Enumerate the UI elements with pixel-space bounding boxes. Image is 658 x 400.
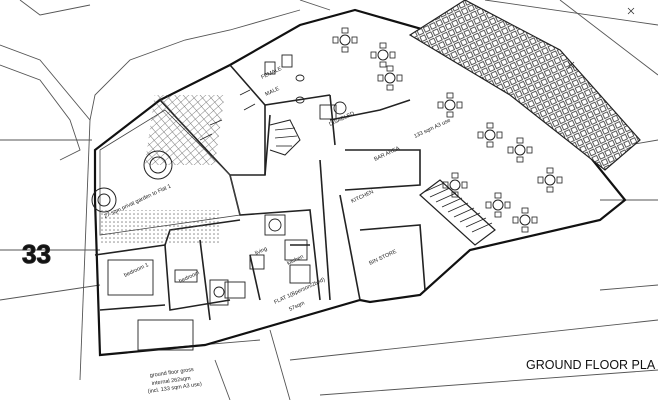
label-a3-use: 133 sqm A3 use: [413, 118, 451, 140]
staircase: [269, 119, 496, 246]
survey-marks: [567, 7, 635, 69]
wc-fixtures: [199, 54, 347, 141]
plot-number: 33: [22, 239, 51, 269]
label-bar-area: BAR AREA: [373, 146, 401, 163]
drawing-title: GROUND FLOOR PLA: [526, 358, 656, 372]
label-bedroom: bedroom: [178, 270, 201, 285]
label-flat-area: 57sqm: [288, 300, 306, 313]
terrace-tiling: [408, 0, 641, 171]
flat-furniture: [107, 214, 311, 351]
tree-icon: [91, 150, 173, 213]
label-bin-store: BIN STORE: [368, 249, 398, 267]
garden-lawn: [99, 109, 241, 236]
label-living: living: [254, 246, 268, 257]
label-male: MALE: [264, 86, 280, 98]
interior-walls: [94, 64, 426, 321]
label-kitchen: KITCHEN: [350, 189, 374, 205]
building-outline: [93, 8, 627, 357]
label-bedroom-1: bedroom 1: [123, 262, 149, 279]
label-female: FEMALE: [260, 66, 283, 81]
area-footnote: ground floor gross internal 262sqm (incl…: [147, 367, 202, 395]
footnote-line-2: internal 262sqm: [151, 376, 191, 387]
garden-dots: [100, 210, 220, 245]
